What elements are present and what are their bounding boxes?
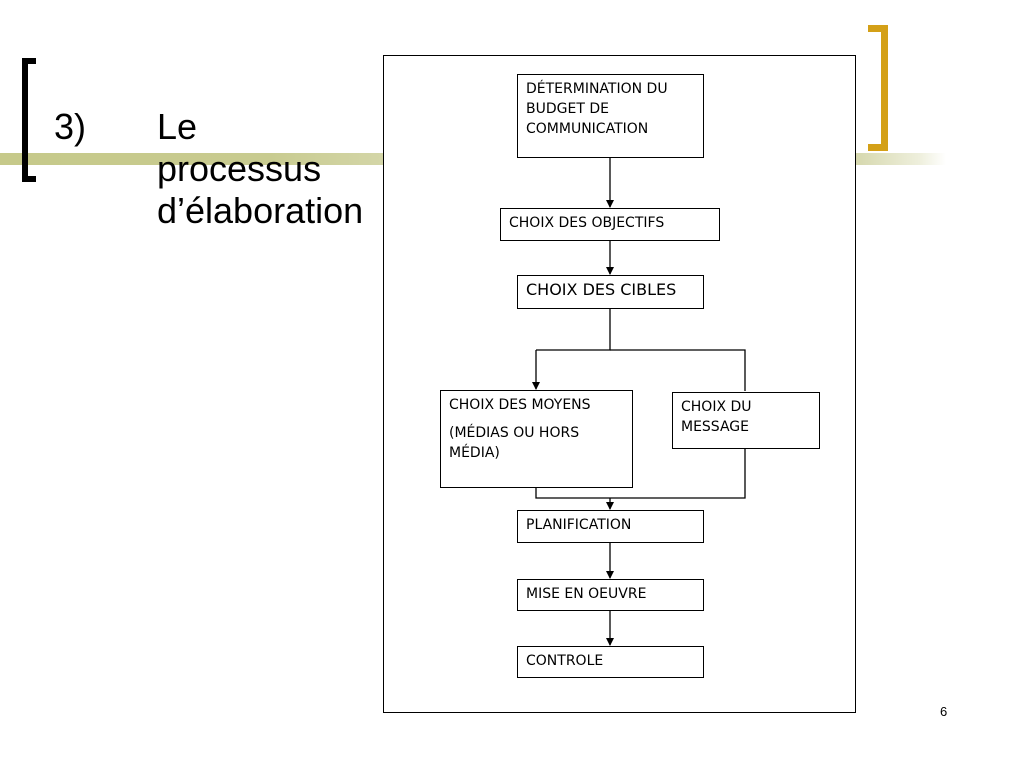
node-mise-en-oeuvre-label: MISE EN OEUVRE [526,586,647,602]
node-cibles: CHOIX DES CIBLES [517,275,704,309]
node-mise-en-oeuvre: MISE EN OEUVRE [517,579,704,611]
slide-title-number: 3) [54,106,87,147]
connector-message-merge [610,448,746,499]
node-objectifs-label: CHOIX DES OBJECTIFS [509,215,665,231]
node-message: CHOIX DU MESSAGE [672,392,820,449]
node-moyens-sublabel: (MÉDIAS OU HORS MÉDIA) [449,425,580,461]
node-budget-label: DÉTERMINATION DU BUDGET DE COMMUNICATION [526,81,668,137]
accent-bar [0,153,385,165]
node-moyens: CHOIX DES MOYENS (MÉDIAS OU HORS MÉDIA) [440,390,633,488]
node-controle: CONTROLE [517,646,704,678]
connector-to-message [610,349,746,391]
accent-bar-right [856,153,946,165]
node-cibles-label: CHOIX DES CIBLES [526,280,677,299]
node-planification: PLANIFICATION [517,510,704,543]
node-planification-label: PLANIFICATION [526,517,632,533]
node-message-label: CHOIX DU MESSAGE [681,399,752,435]
page-number: 6 [940,704,948,719]
right-bracket-decoration [868,25,888,151]
node-budget: DÉTERMINATION DU BUDGET DE COMMUNICATION [517,74,704,158]
connector-moyens-merge [535,487,610,499]
node-objectifs: CHOIX DES OBJECTIFS [500,208,720,241]
slide-title: Le processus d’élaboration [157,106,364,231]
connector-cibles-split [536,308,611,351]
left-bracket-decoration [22,58,36,182]
node-moyens-label: CHOIX DES MOYENS [449,397,591,413]
node-controle-label: CONTROLE [526,653,604,669]
